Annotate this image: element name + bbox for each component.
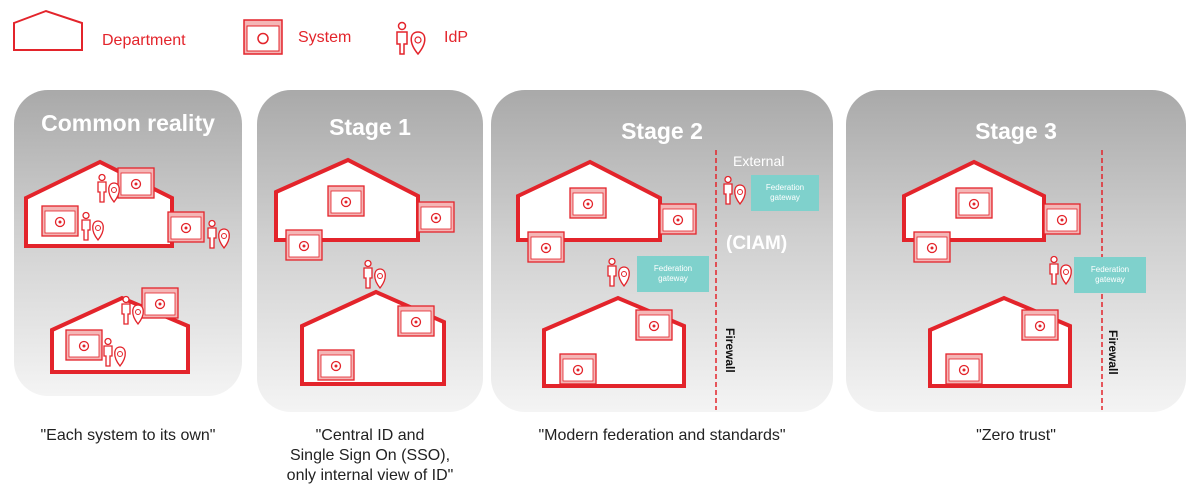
caption-stage-1: "Central ID and Single Sign On (SSO), on… [250,426,490,486]
federation-gateway-line-1: Federation [1090,265,1130,274]
system-icon [527,231,565,263]
system-icon [117,167,155,199]
system-icon [41,205,79,237]
federation-gateway-line-1: Federation [653,264,693,273]
idp-icon [1049,255,1072,285]
system-icon [317,349,355,381]
caption-stage-3: "Zero trust" [976,427,1056,444]
legend-department-label: Department [102,32,186,49]
system-icon [417,201,455,233]
legend-idp-label: IdP [444,29,469,46]
idp-icon [363,259,386,289]
caption-common-reality: "Each system to its own" [40,427,216,444]
caption-line: Single Sign On (SSO), [289,447,451,464]
caption-line: only internal view of ID" [286,467,454,484]
idp-icon [607,257,630,287]
idp-icon [723,175,746,205]
idp-icon [396,21,426,56]
external-label: External [733,153,785,169]
system-icon [285,229,323,261]
panel-title: Stage 3 [975,118,1057,144]
federation-gateway-line-1: Federation [765,183,805,192]
department-icon [13,9,83,51]
system-icon [167,211,205,243]
system-icon [397,305,435,337]
federation-gateway-line-2: gateway [1095,275,1125,284]
federation-gateway-line-2: gateway [658,274,688,283]
federation-gateway-line-2: gateway [770,193,800,202]
system-icon [65,329,103,361]
system-icon [635,309,673,341]
legend-system-label: System [298,29,352,46]
ciam-label: (CIAM) [726,233,788,254]
idp-icon [207,219,230,249]
system-icon [141,287,179,319]
system-icon [1021,309,1059,341]
caption-stage-2: "Modern federation and standards" [538,427,786,444]
panel-title: Stage 1 [329,114,411,140]
panel-title: Common reality [41,110,215,136]
system-icon [659,203,697,235]
system-icon [913,231,951,263]
caption-line: "Central ID and [315,427,425,444]
system-icon [945,353,983,385]
firewall-label: Firewall [1106,330,1120,375]
system-icon [1043,203,1081,235]
system-icon [327,185,365,217]
system-icon [243,19,283,55]
panel-title: Stage 2 [621,118,703,144]
system-icon [569,187,607,219]
firewall-label: Firewall [723,328,737,373]
system-icon [955,187,993,219]
system-icon [559,353,597,385]
